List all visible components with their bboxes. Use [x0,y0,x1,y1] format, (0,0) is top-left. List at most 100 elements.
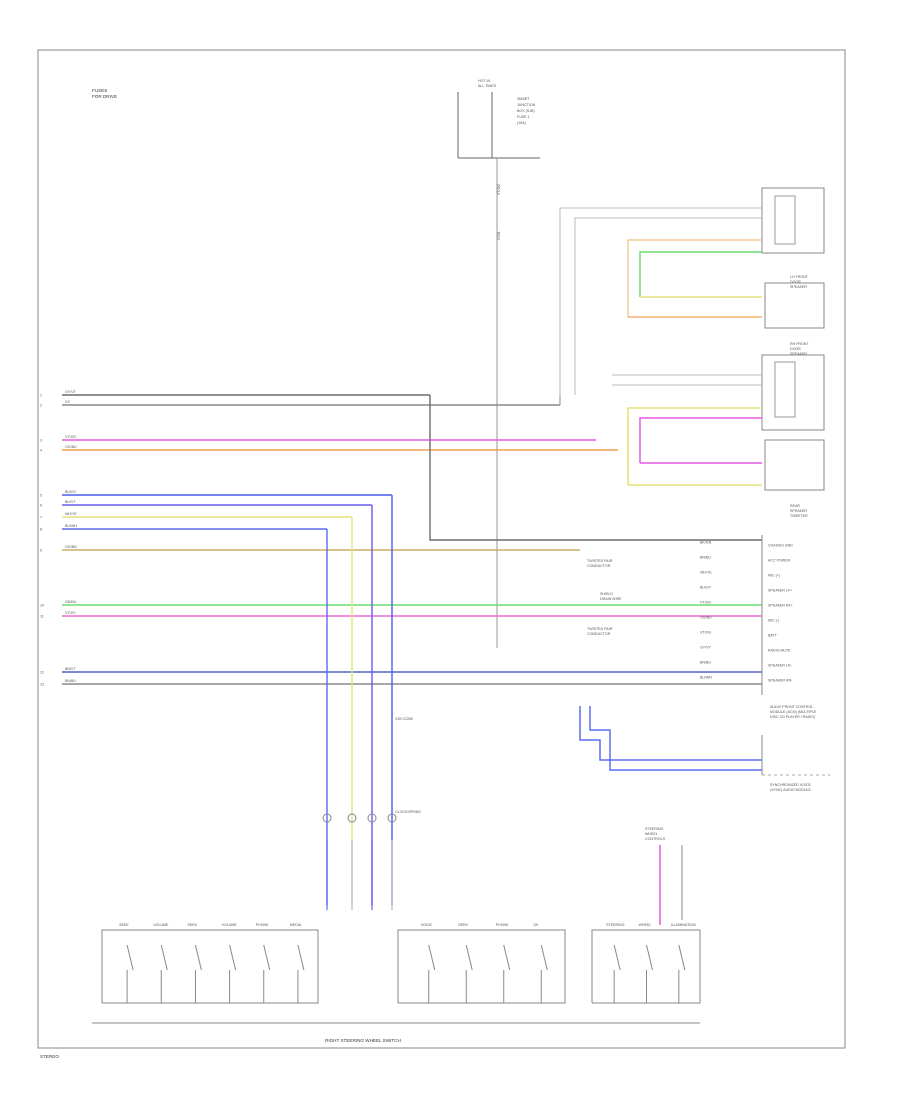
audio-module: CHASSIS GND BK/GN ACC POWER BN/BU MIC (+) WH/… [700,535,817,719]
switch-group-middle: VOICE SEEK PHONE OK [397,923,566,1004]
left-wire-label: WH/YE [65,512,77,516]
fuse-note-line5: (15A) [517,121,526,125]
svg-text:SPEAKER RR-: SPEAKER RR- [768,679,793,683]
left-wire-pin: 12 [40,671,44,675]
sjb-ref-label: SJB C2280 [395,717,413,721]
svg-text:WHEEL: WHEEL [639,923,652,927]
switch: SEEK [119,923,134,1003]
module-pin: SPEAKER LR-BN/BU [700,661,793,668]
radio-module-line2: MODULE (ACM) (MULTIPLE [770,710,817,714]
left-wire-10: 10 GN/BU [40,600,762,608]
fuse-note-line1: SMART [517,97,530,101]
page-ref: STEREO [40,1054,59,1059]
left-wire-4: 4OG/BU [40,445,618,453]
switch: OK [533,923,548,1003]
left-wire-pin: 13 [40,683,44,687]
switch: PHONE [496,923,511,1003]
svg-text:SEEK: SEEK [458,923,468,927]
svg-text:WH/YE: WH/YE [700,571,712,575]
svg-text:VOLUME: VOLUME [153,923,169,927]
hot-wire-label: VT/OG [497,184,501,195]
left-wire-6: 6BU/VT [40,500,372,508]
svg-text:RADIO MUTE: RADIO MUTE [768,649,791,653]
svg-text:GY/VT: GY/VT [700,646,712,650]
switch: MEDIA [290,923,305,1003]
top-left-note-line2: FOR DRIVE [92,94,117,99]
left-wire-12: 12 BN/VT [40,667,762,675]
left-wire-5: 5BU/GY [40,490,392,498]
twisted-note-1b: CONDUCTOR [587,564,611,568]
radio-module-line1: AUDIO FRONT CONTROL [770,705,813,709]
svg-text:BK/GN: BK/GN [700,541,712,545]
left-wire-label: VT/OG [65,435,76,439]
left-wire-pin: 11 [40,615,44,619]
gps-module-line1: SYNCHRONIZED VOICE [770,783,812,787]
svg-text:RH FRONT: RH FRONT [790,342,809,346]
left-wire-label: GN/BU [65,600,77,604]
svg-text:SPEAKER: SPEAKER [790,285,807,289]
left-wire-label: BU/GY [65,490,77,494]
svg-text:MIC (-): MIC (-) [768,619,779,623]
twisted-note-1a: TWISTED PAIR [587,559,613,563]
twisted-note-2a: TWISTED PAIR [587,627,613,631]
svg-text:SPEAKER LR-: SPEAKER LR- [768,664,793,668]
svg-text:VOLUME: VOLUME [222,923,238,927]
svg-text:SPEAKER: SPEAKER [790,509,807,513]
switch: SEEK [458,923,473,1003]
svg-text:MIC (+): MIC (+) [768,574,780,578]
module-pin: SPEAKER LF+BU/GY [700,586,792,593]
svg-text:DOOR: DOOR [790,280,801,284]
left-wire-pin: 1 [40,394,42,398]
svg-text:ACC POWER: ACC POWER [768,559,791,563]
svg-text:CHASSIS GND: CHASSIS GND [768,544,793,548]
svg-text:OG/BU: OG/BU [700,616,712,620]
svg-text:OK: OK [533,923,539,927]
switch: VOLUME [222,923,238,1003]
left-wire-pin: 9 [40,549,42,553]
top-left-note-line1: FUSES [92,88,107,93]
svg-text:VT/OG: VT/OG [700,631,711,635]
steering-wheel-wires [322,813,397,910]
left-wire-8: 8BU/WH [40,524,327,532]
svg-text:MEDIA: MEDIA [290,923,302,927]
left-wire-label: BN/VT [65,667,76,671]
hot-feed-line2: ALL TIMES [478,84,497,88]
left-wire-3: 3VT/OG [40,435,596,443]
left-wire-13: 13 BN/BU [40,679,762,687]
horn-relay-line1: STEERING [645,827,664,831]
left-wire-label: OG/BN [65,545,77,549]
switch: VOLUME [153,923,169,1003]
twisted-note-2b: CONDUCTOR [587,632,611,636]
left-wire-bundle: 1GY/VT2GY3VT/OG4OG/BU5BU/GY6BU/VT7WH/YE8… [40,390,762,905]
left-wire-9: 9 OG/BN [40,545,580,553]
horn-relay-line2: WHEEL [645,832,658,836]
svg-text:SEEK: SEEK [119,923,129,927]
svg-text:SPEAKER: SPEAKER [790,352,807,356]
svg-text:SEEK: SEEK [187,923,197,927]
switch: WHEEL [639,923,653,1003]
svg-text:TWEETER: TWEETER [790,514,808,518]
hot-feed-line1: HOT IN [478,79,491,83]
svg-text:BN/BU: BN/BU [700,556,711,560]
svg-text:LH FRONT: LH FRONT [790,275,809,279]
left-wire-label: GY/VT [65,390,77,394]
svg-text:ILLUMINATION: ILLUMINATION [671,923,696,927]
left-wire-1: 1 GY/VT [40,390,430,398]
left-wire-label: BU/WH [65,524,77,528]
switch: ILLUMINATION [671,923,696,1003]
switch: SEEK [187,923,202,1003]
svg-text:VOICE: VOICE [421,923,433,927]
left-wire-pin: 10 [40,604,44,608]
fuse-note-line3: BOX (SJB) [517,109,535,113]
svg-text:SPEAKER RF+: SPEAKER RF+ [768,604,793,608]
rh-front-speaker: RH FRONT DOOR SPEAKER [761,342,825,431]
gps-module-line2: (SYNC) AUDIO MODULE [770,788,812,792]
svg-text:DOOR: DOOR [790,347,801,351]
fuse-note-line2: JUNCTION [517,103,536,107]
left-wire-pin: 2 [40,404,42,408]
left-wire-label: BN/BU [65,679,76,683]
module-pin: RADIO MUTE GY/VT [700,646,791,653]
